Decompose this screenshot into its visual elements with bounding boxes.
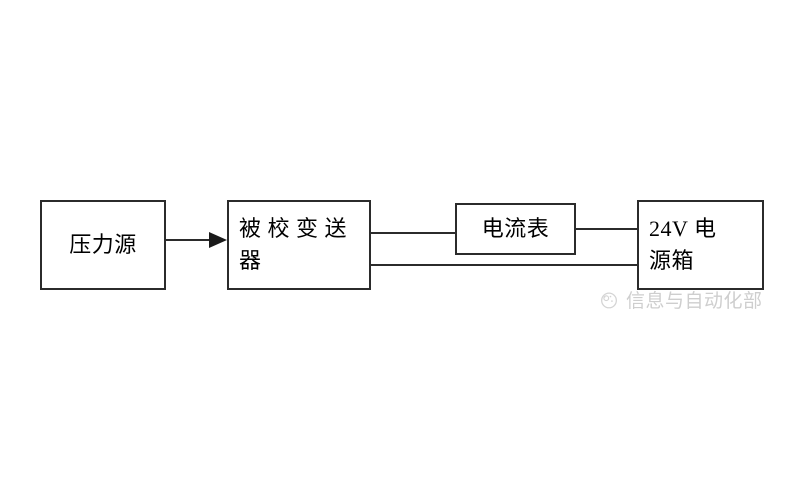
block-transmitter-under-calibration: 被 校 变 送 器	[227, 200, 371, 290]
block-24v-power-supply: 24V 电 源箱	[637, 200, 764, 290]
watermark: 信息与自动化部	[598, 286, 763, 313]
connector-transmitter-to-ammeter	[370, 232, 456, 234]
connector-ammeter-to-power-supply	[575, 228, 638, 230]
connector-source-to-transmitter	[166, 239, 218, 241]
block-pressure-source-label: 压力源	[69, 232, 137, 258]
watermark-text: 信息与自动化部	[626, 291, 763, 312]
block-ammeter-label: 电流表	[481, 216, 550, 242]
block-power-supply-label: 24V 电 源箱	[649, 216, 717, 273]
block-transmitter-label: 被 校 变 送 器	[239, 216, 348, 273]
block-pressure-source: 压力源	[40, 200, 166, 290]
arrow-right-icon	[209, 232, 227, 248]
connector-transmitter-to-power-supply-return	[370, 264, 638, 266]
circular-logo-icon	[601, 291, 617, 308]
block-ammeter: 电流表	[455, 203, 576, 255]
